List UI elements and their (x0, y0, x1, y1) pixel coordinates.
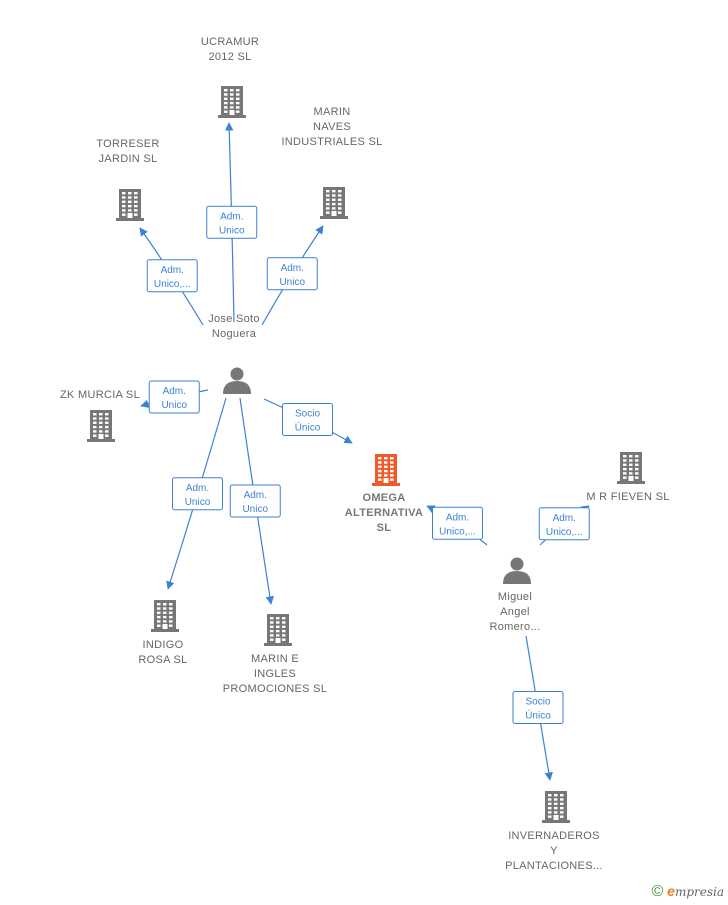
edge-label-box[interactable] (538, 507, 590, 541)
edge-role-label: Adm. (446, 512, 469, 523)
node-name-label: Miguel (498, 591, 532, 603)
node-name-label: OMEGA (362, 492, 405, 504)
relation-edge: Adm. Unico,... (538, 505, 590, 546)
relation-edge: Adm. Unico,... (139, 227, 204, 326)
empresia-watermark: © empresia (651, 883, 724, 901)
edge-label-box[interactable] (206, 205, 258, 239)
company-node[interactable]: INVERNADEROS Y PLANTACIONES... (505, 791, 603, 872)
edge-label-box[interactable] (146, 259, 198, 293)
edge-role-label: Adm. (220, 211, 243, 222)
building-icon (320, 187, 348, 219)
edge-role-label: Unico (185, 497, 211, 508)
edge-role-label: Unico (161, 400, 187, 411)
edge-label-box[interactable] (266, 257, 318, 291)
building-icon (151, 600, 179, 632)
company-node[interactable]: UCRAMUR 2012 SL (201, 36, 259, 118)
node-name-label: MARIN (314, 106, 351, 118)
company-node[interactable]: INDIGO ROSA SL (138, 600, 187, 666)
edge-role-label: Unico (242, 504, 268, 515)
building-icon (617, 452, 645, 484)
person-icon (223, 367, 251, 394)
building-icon (218, 86, 246, 118)
edge-label-box[interactable] (172, 477, 223, 511)
relation-edge: Adm. Unico (166, 397, 227, 590)
relation-edge: Adm. Unico (229, 397, 281, 605)
edge-role-label: Adm. (281, 263, 304, 274)
node-name-label: NAVES (313, 121, 351, 133)
relation-edge: Adm. Unico (140, 380, 209, 414)
edge-role-label: Adm. (186, 483, 209, 494)
edge-label-box[interactable] (282, 403, 333, 436)
company-node[interactable]: M R FIEVEN SL (586, 452, 669, 503)
edge-role-label: Adm. (163, 386, 186, 397)
node-name-label: Y (550, 845, 558, 857)
relation-edge: Adm. Unico,... (426, 505, 488, 546)
edge-label-box[interactable] (229, 484, 281, 518)
node-name-label: ROSA SL (138, 654, 187, 666)
node-name-label: TORRESER (96, 138, 159, 150)
edge-role-label: Socio (525, 697, 550, 708)
person-node[interactable]: MiguelAngelRomero... (490, 557, 541, 634)
brand-name: mpresia (674, 885, 724, 899)
node-name-label: SL (377, 522, 392, 534)
node-name-label: ZK MURCIA SL (60, 389, 140, 401)
edge-role-label: Adm. (161, 265, 184, 276)
node-name-label: 2012 SL (208, 51, 251, 63)
node-name-label: ALTERNATIVA (345, 507, 423, 519)
building-icon (116, 189, 144, 221)
edge-role-label: Adm. (244, 490, 267, 501)
copyright-icon: © (651, 883, 664, 900)
edge-role-label: Unico,... (154, 279, 191, 290)
node-name-label: UCRAMUR (201, 36, 259, 48)
node-name-label: Angel (500, 606, 530, 618)
node-name-label: INGLES (254, 668, 296, 680)
company-node[interactable]: MARIN NAVES INDUSTRIALES SL (281, 106, 382, 219)
edge-role-label: Unico (219, 225, 245, 236)
brand-initial: e (667, 883, 675, 899)
node-name-label: PROMOCIONES SL (223, 683, 327, 695)
edge-role-label: Adm. (553, 513, 576, 524)
node-name-label: Romero... (490, 621, 541, 633)
person-icon (503, 557, 531, 584)
edge-label-box[interactable] (432, 506, 483, 540)
node-name-label: PLANTACIONES... (505, 860, 603, 872)
edge-role-label: Único (295, 421, 321, 434)
building-icon (372, 454, 400, 486)
company-node[interactable]: ZK MURCIA SL (60, 389, 140, 442)
node-name-label: INDUSTRIALES SL (281, 136, 382, 148)
company-node[interactable]: TORRESER JARDIN SL (96, 138, 159, 221)
node-name-label: JARDIN SL (99, 153, 158, 165)
node-name-label: INVERNADEROS (508, 830, 600, 842)
node-name-label: INDIGO (143, 639, 184, 651)
building-icon (264, 614, 292, 646)
node-name-label: M R FIEVEN SL (586, 491, 669, 503)
edge-role-label: Socio (295, 409, 320, 420)
edge-role-label: Unico,... (546, 527, 583, 538)
edge-role-label: Unico,... (439, 526, 476, 537)
company-node[interactable]: MARIN E INGLES PROMOCIONES SL (223, 614, 327, 695)
edge-role-label: Unico (279, 277, 305, 288)
focus-company-node[interactable]: OMEGA ALTERNATIVA SL (345, 454, 423, 534)
node-name-label: Noguera (212, 328, 257, 340)
relation-edge: Adm. Unico (206, 122, 258, 323)
edge-role-label: Único (525, 709, 551, 722)
edge-label-box[interactable] (512, 691, 564, 724)
relation-edge: Adm. Unico (261, 225, 324, 326)
edge-label-box[interactable] (148, 380, 200, 414)
node-name-label: Jose Soto (208, 313, 260, 325)
node-name-label: MARIN E (251, 653, 299, 665)
building-icon (87, 410, 115, 442)
building-icon (542, 791, 570, 823)
